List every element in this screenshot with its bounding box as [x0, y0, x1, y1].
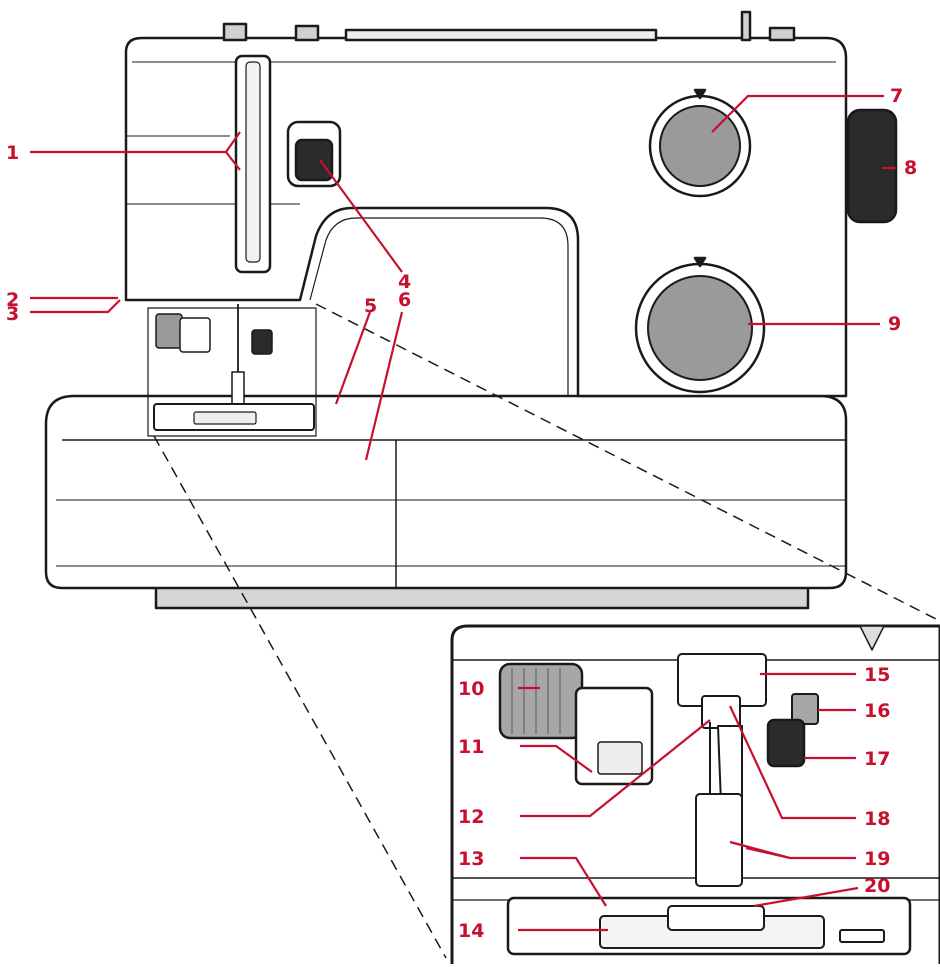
callout-leaders: [30, 94, 896, 932]
callout-8: 8: [904, 157, 917, 179]
callout-2: 2: [6, 289, 19, 311]
callout-1: 1: [6, 142, 19, 164]
callout-5: 5: [364, 295, 377, 317]
callout-19: 19: [864, 848, 890, 870]
callout-15: 15: [864, 664, 890, 686]
callout-3: 3: [6, 303, 19, 325]
inset-needle-clamp: [766, 718, 806, 768]
callout-16: 16: [864, 700, 890, 722]
callout-13: 13: [458, 848, 484, 870]
callout-7: 7: [890, 85, 903, 107]
callout-12: 12: [458, 806, 484, 828]
callout-10: 10: [458, 678, 484, 700]
zoom-lines: [153, 303, 939, 959]
callout-14: 14: [458, 920, 484, 942]
callout-18: 18: [864, 808, 890, 830]
inset-presser-foot: [695, 793, 743, 887]
machine-base: [44, 394, 848, 590]
callout-20: 20: [864, 875, 890, 897]
callout-6: 6: [398, 289, 411, 311]
callout-17: 17: [864, 748, 890, 770]
callout-labels: 1 2 3 4 5 6 7 8 9 10 11 12 13 14 15 16 1…: [6, 85, 917, 942]
callout-9: 9: [888, 313, 901, 335]
needle-area: [147, 307, 317, 437]
machine-feet: [154, 584, 810, 610]
machine-body: [44, 10, 898, 610]
handwheel: [846, 108, 898, 224]
callout-4: 4: [398, 271, 411, 293]
callout-11: 11: [458, 736, 484, 758]
